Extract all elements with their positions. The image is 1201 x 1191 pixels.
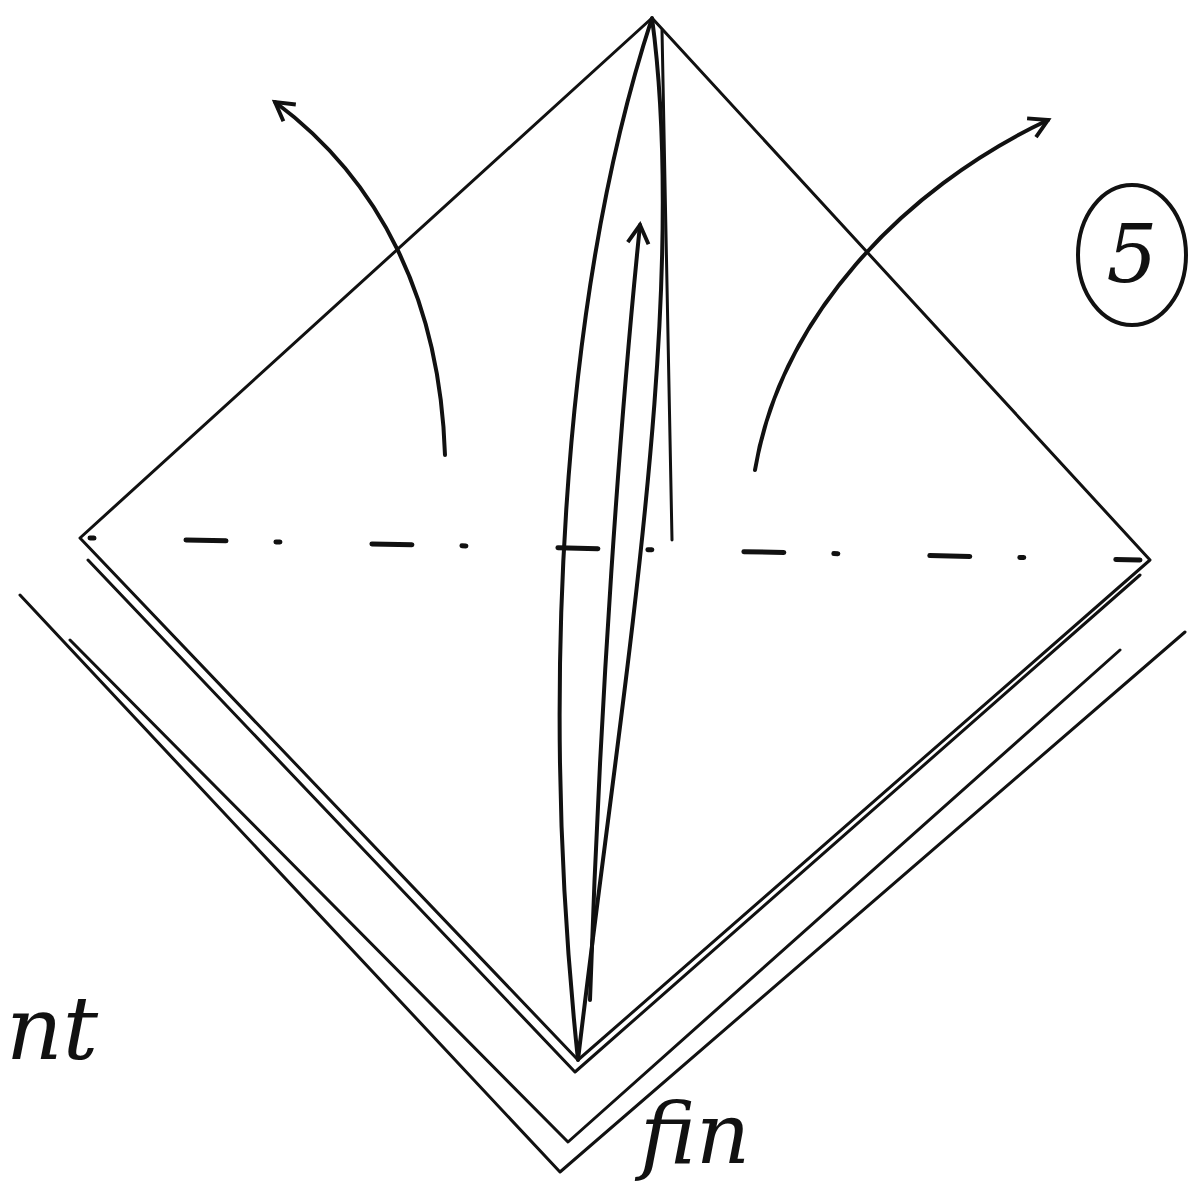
center-flap	[560, 18, 663, 1060]
unfold-arrow	[590, 225, 640, 1000]
paper-diamond	[80, 18, 1150, 1060]
callout-circle	[1078, 185, 1186, 325]
callout-number: 5	[1107, 215, 1158, 295]
flap-edge	[662, 30, 672, 540]
fold-line	[90, 538, 1140, 560]
open-arrow-right	[755, 120, 1048, 470]
annotation-text: nt	[6, 985, 98, 1073]
paper-layer	[20, 595, 1185, 1172]
annotation-text: fin	[640, 1092, 750, 1176]
open-arrow-left	[275, 102, 445, 455]
